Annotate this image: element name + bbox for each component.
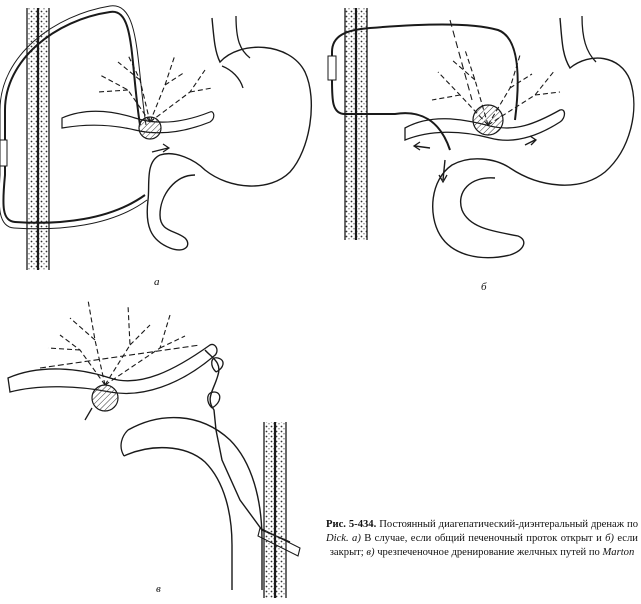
liver-edge-a — [61, 110, 215, 134]
caption-marker-a: а) — [348, 533, 361, 544]
bile-ducts-c — [39, 299, 201, 386]
bowel-c — [123, 416, 263, 590]
caption-text-2: В случае, если общий печеночный проток о… — [360, 533, 606, 544]
caption-text-1: Постоянный диагепатический-диэнтеральный… — [376, 519, 638, 530]
tumour-a — [138, 116, 162, 140]
drainage-tube-a — [2, 10, 146, 224]
caption-text-4: чрезпеченочное дренирование желчных путе… — [374, 547, 603, 558]
abdominal-wall-c — [263, 422, 287, 598]
panel-label-b: б — [481, 281, 487, 293]
stomach-b — [432, 17, 635, 259]
figure-caption: Рис. 5-434. Постоянный диагепатический-д… — [326, 518, 638, 560]
tumour-c — [91, 384, 119, 412]
bile-ducts-a — [97, 54, 213, 123]
panel-label-a: а — [154, 276, 160, 288]
panel-c-drawing — [7, 299, 301, 598]
abdominal-wall-a — [26, 8, 50, 270]
stomach-a — [146, 17, 312, 251]
liver-edge-c — [7, 343, 218, 395]
caption-number: Рис. 5-434. — [326, 519, 377, 530]
tumour-b — [472, 104, 504, 136]
panel-label-c: в — [156, 583, 161, 595]
panel-a-drawing — [0, 5, 312, 270]
caption-dick: Dick. — [326, 533, 349, 544]
caption-marton: Marton — [602, 547, 635, 558]
caption-marker-c: в) — [366, 547, 375, 558]
abdominal-wall-b — [344, 8, 368, 240]
panel-b-drawing — [327, 8, 635, 259]
caption-text-3: если закрыт; — [329, 533, 638, 558]
caption-marker-b: б) — [605, 533, 614, 544]
drainage-tube-b — [331, 23, 519, 151]
